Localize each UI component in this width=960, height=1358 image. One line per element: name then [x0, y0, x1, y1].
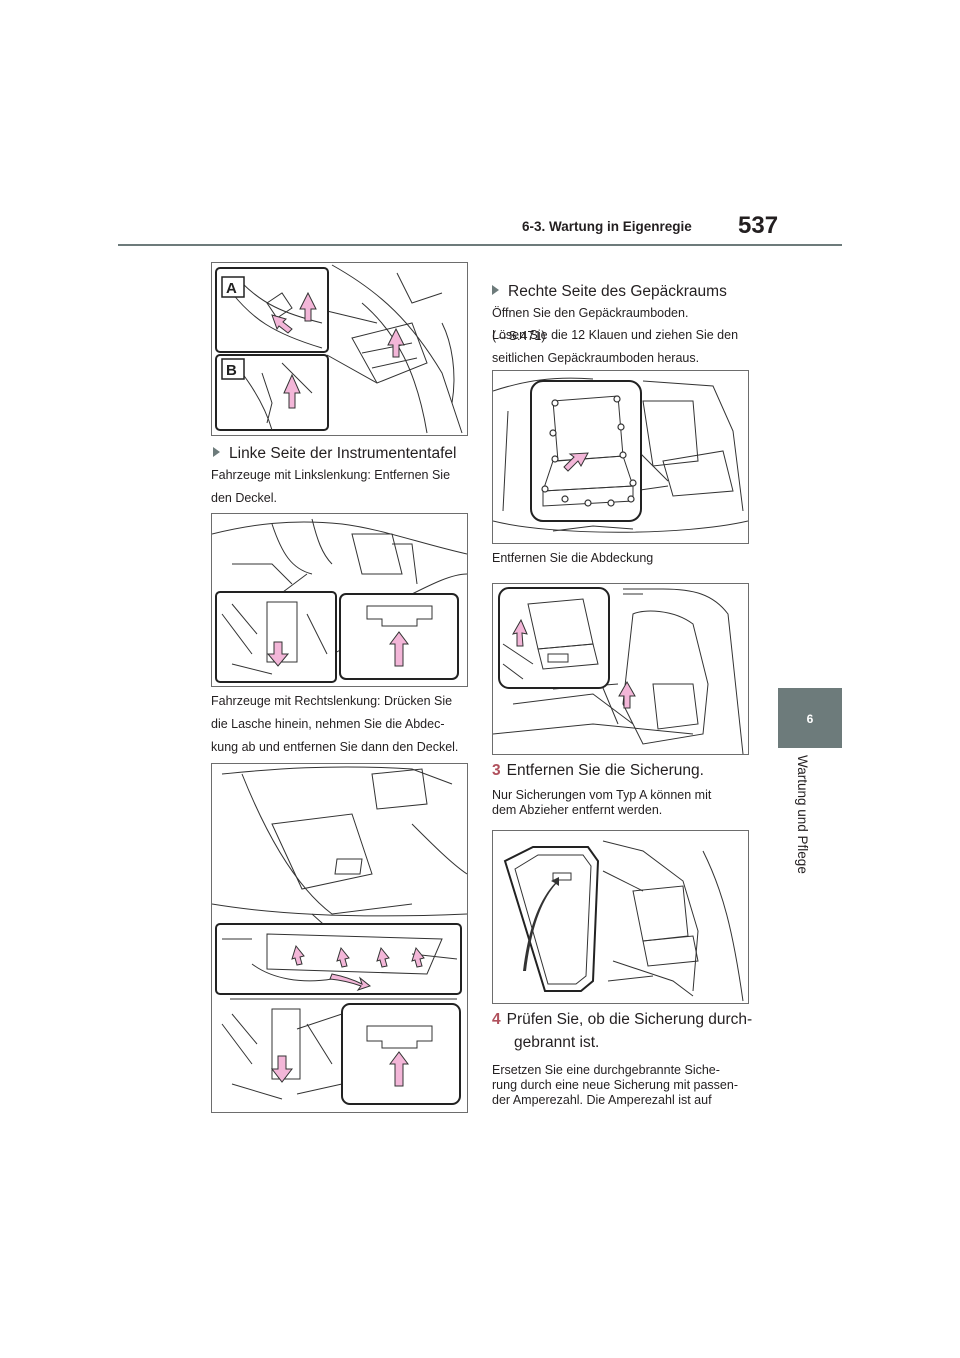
figure-remove-cover: [492, 583, 749, 755]
text-line: der Amperezahl. Die Amperezahl ist auf: [492, 1093, 712, 1107]
inset-floor: [530, 380, 642, 522]
figure-lhd-cover: [211, 513, 468, 687]
figure-fuse-puller: [492, 830, 749, 1004]
text-line: Fahrzeuge mit Rechtslenkung: Drücken Sie: [211, 694, 453, 708]
step-number: 3: [492, 762, 501, 779]
step-text: Entfernen Sie die Sicherung.: [506, 762, 704, 779]
paragraph-type-a: Nur Sicherungen vom Typ A können mit dem…: [492, 788, 711, 818]
header-divider: [118, 244, 842, 246]
page-number: 537: [738, 212, 779, 239]
text-line: rung durch eine neue Sicherung mit passe…: [492, 1078, 738, 1092]
figure-luggage-floor: [492, 370, 749, 544]
bullet-text: Linke Seite der Instrumententafel: [229, 445, 457, 462]
paragraph-remove-cover: Entfernen Sie die Abdeckung: [492, 547, 653, 570]
step-text: Prüfen Sie, ob die Sicherung durch-: [506, 1011, 753, 1028]
step-number: 4: [492, 1011, 501, 1028]
bullet-right-luggage: Rechte Seite des Gepäckraums: [492, 283, 727, 301]
text-line: kung ab und entfernen Sie dann den Decke…: [211, 740, 459, 754]
text-line: Entfernen Sie die Abdeckung: [492, 551, 654, 565]
page-reference[interactable]: (→S.471): [492, 329, 546, 343]
label-a: A: [226, 280, 237, 297]
figure-rhd-cover: [211, 763, 468, 1113]
text-line: Fahrzeuge mit Linkslenkung: Entfernen Si…: [211, 468, 451, 482]
step-4-continuation: gebrannt ist.: [514, 1034, 600, 1051]
label-b: B: [226, 362, 237, 379]
text-line: Lösen Sie die 12 Klauen und ziehen Sie d…: [492, 328, 739, 342]
chapter-label: Wartung und Pflege: [795, 755, 810, 874]
text-line: Ersetzen Sie eine durchgebrannte Siche-: [492, 1063, 720, 1077]
bullet-triangle-icon: [492, 285, 499, 295]
step-4: 4 Prüfen Sie, ob die Sicherung durch-: [492, 1011, 752, 1029]
figure-instrument-panel-ab: A B: [211, 262, 468, 436]
step-3: 3 Entfernen Sie die Sicherung.: [492, 762, 704, 780]
inset-left: [215, 591, 337, 683]
text-line: Öffnen Sie den Gepäckraumboden.: [492, 306, 689, 320]
bullet-triangle-icon: [213, 447, 220, 457]
bullet-left-instrument-panel: Linke Seite der Instrumententafel: [213, 445, 456, 463]
text-line: seitlichen Gepäckraumboden heraus.: [492, 351, 700, 365]
inset-cover: [498, 587, 610, 689]
paragraph-open-floor: Öffnen Sie den Gepäckraumboden. (→S.471): [492, 302, 688, 348]
chapter-number: 6: [806, 712, 814, 726]
paragraph-release-claws-main: Lösen Sie die 12 Klauen und ziehen Sie d…: [492, 324, 738, 370]
paragraph-rhd: Fahrzeuge mit Rechtslenkung: Drücken Sie…: [211, 690, 458, 759]
text-line: den Deckel.: [211, 491, 278, 505]
text-line: dem Abzieher entfernt werden.: [492, 803, 663, 817]
paragraph-replace-fuse: Ersetzen Sie eine durchgebrannte Siche- …: [492, 1063, 738, 1108]
cover-inset: [503, 846, 600, 992]
text-line: die Lasche hinein, nehmen Sie die Abdec-: [211, 717, 445, 731]
chapter-tab: 6: [778, 688, 842, 748]
text-line: Nur Sicherungen vom Typ A können mit: [492, 788, 712, 802]
bullet-text: Rechte Seite des Gepäckraums: [508, 283, 727, 300]
paragraph-lhd: Fahrzeuge mit Linkslenkung: Entfernen Si…: [211, 464, 450, 510]
section-title: 6-3. Wartung in Eigenregie: [522, 219, 692, 234]
